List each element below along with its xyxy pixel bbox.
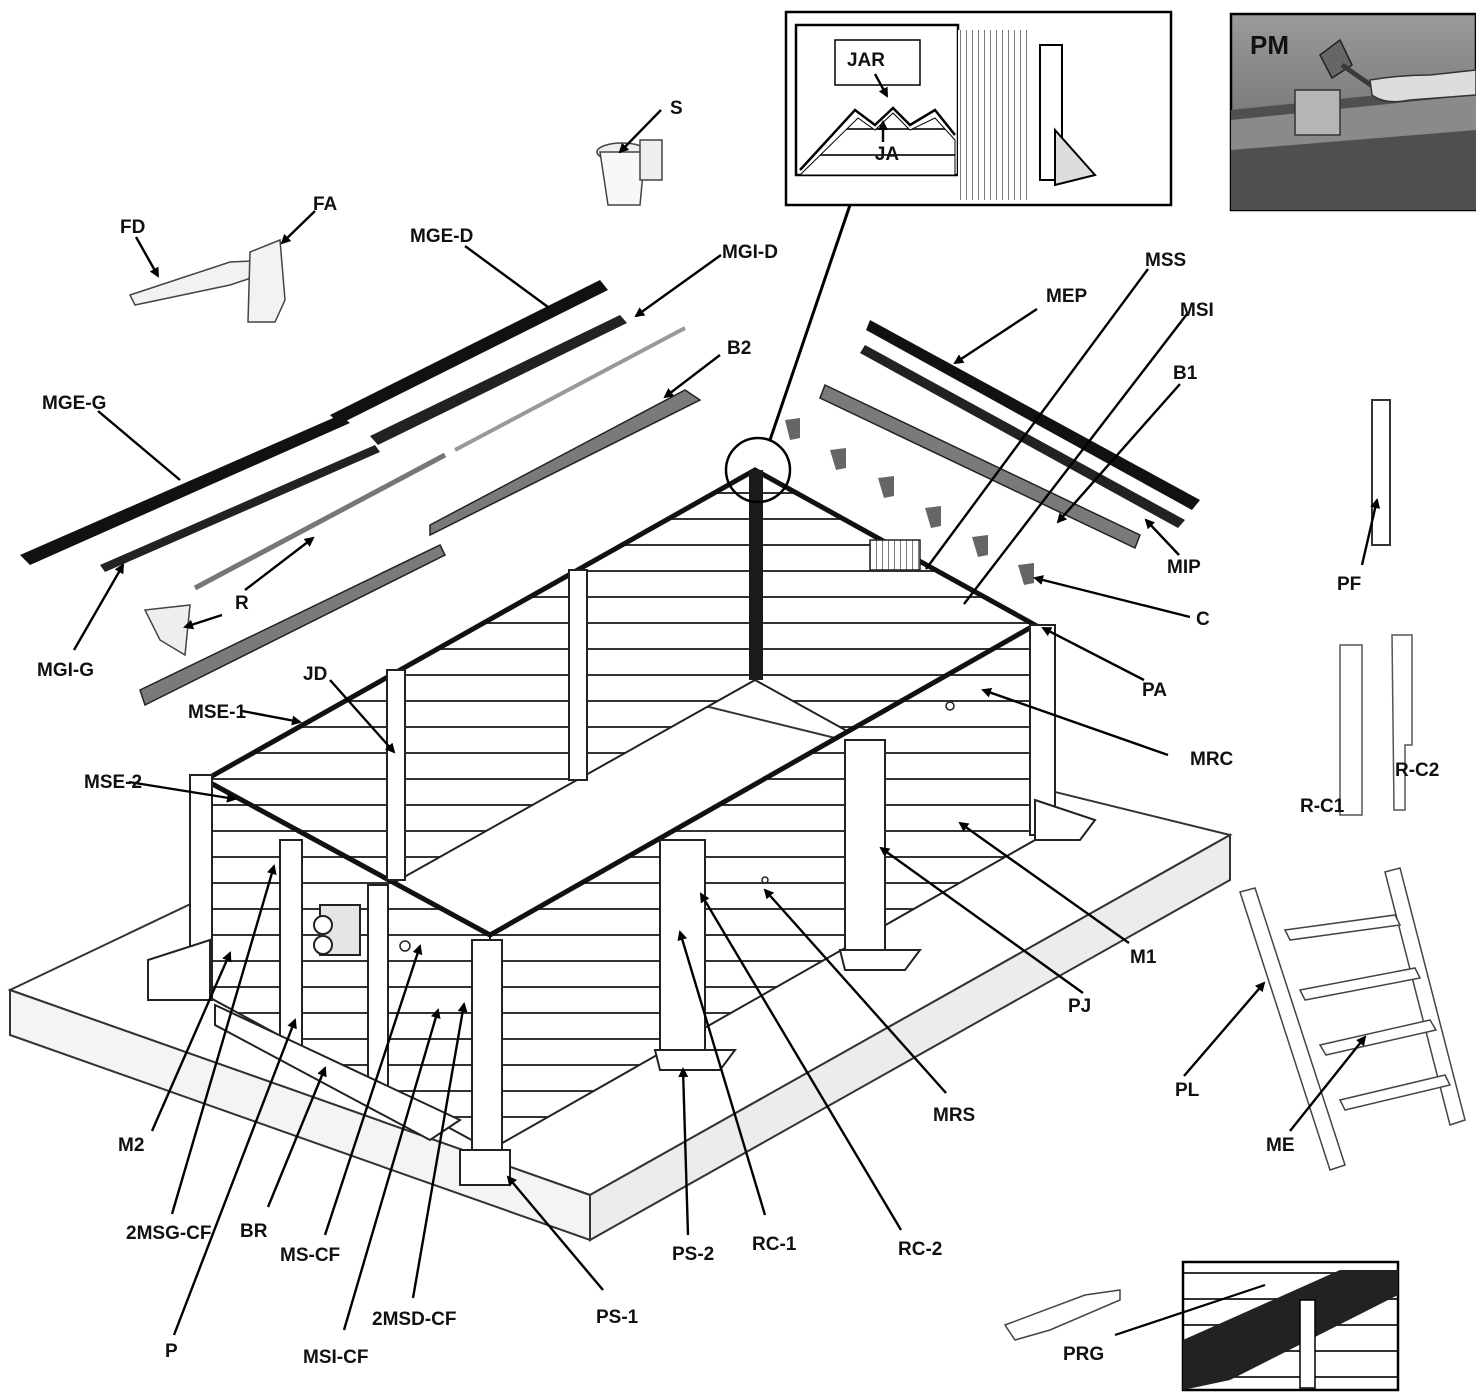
label-PM: PM [1250, 30, 1289, 60]
label-MGI-D: MGI-D [722, 242, 778, 263]
inset-joint-detail: JAR JA [784, 10, 1173, 207]
label-PS-1: PS-1 [596, 1307, 639, 1328]
exploded-parts [20, 139, 1466, 1341]
label-FD: FD [120, 217, 145, 238]
label-MIP: MIP [1167, 557, 1201, 578]
label-M1: M1 [1130, 947, 1157, 968]
label-MSE-2: MSE-2 [84, 772, 142, 793]
label-R: R [235, 593, 249, 614]
label-M2: M2 [118, 1135, 144, 1156]
label-MRS: MRS [933, 1105, 975, 1126]
label-PA: PA [1142, 680, 1167, 701]
label-MSE-1: MSE-1 [188, 702, 247, 723]
label-P: P [165, 1341, 178, 1362]
label-RC-2: RC-2 [898, 1239, 942, 1260]
label-PS-2: PS-2 [672, 1244, 714, 1265]
label-BR: BR [240, 1221, 268, 1242]
inset-mallet-photo: PM [1229, 12, 1476, 212]
label-MRC: MRC [1190, 749, 1234, 770]
label-JAR: JAR [847, 50, 885, 71]
label-MS-CF: MS-CF [280, 1245, 340, 1266]
label-PJ: PJ [1068, 996, 1091, 1017]
label-JA: JA [875, 144, 900, 165]
label-MSI-CF: MSI-CF [303, 1347, 368, 1368]
pool-walls [147, 204, 1097, 1186]
label-RC-1: RC-1 [752, 1234, 797, 1255]
label-MSS: MSS [1145, 250, 1186, 271]
part-labels: S FA FD MGE-D MGI-D MSS MSI MEP B2 B1 MG… [37, 98, 1439, 1368]
label-MEP: MEP [1046, 286, 1088, 307]
inset-prg-detail [1114, 1260, 1400, 1392]
label-MGI-G: MGI-G [37, 660, 94, 681]
label-S: S [670, 98, 683, 119]
label-C: C [1196, 609, 1210, 630]
label-2MSD-CF: 2MSD-CF [372, 1309, 456, 1330]
label-JD: JD [303, 664, 327, 685]
label-R-C2: R-C2 [1395, 760, 1439, 781]
label-PRG: PRG [1063, 1344, 1104, 1365]
skimmer-icon [596, 139, 663, 206]
label-FA: FA [313, 194, 338, 215]
label-B1: B1 [1173, 363, 1198, 384]
label-MGE-G: MGE-G [42, 393, 106, 414]
label-MGE-D: MGE-D [410, 226, 473, 247]
label-PL: PL [1175, 1080, 1200, 1101]
label-MSI: MSI [1180, 300, 1214, 321]
ladder-icon [1239, 867, 1466, 1171]
label-PF: PF [1337, 574, 1361, 595]
label-ME: ME [1266, 1135, 1295, 1156]
return-fitting-icon [313, 904, 361, 956]
label-2MSG-CF: 2MSG-CF [126, 1223, 212, 1244]
label-B2: B2 [727, 338, 751, 359]
mallet-icon [1319, 38, 1476, 103]
label-R-C1: R-C1 [1300, 796, 1345, 817]
leader-arrows [72, 109, 1381, 1336]
